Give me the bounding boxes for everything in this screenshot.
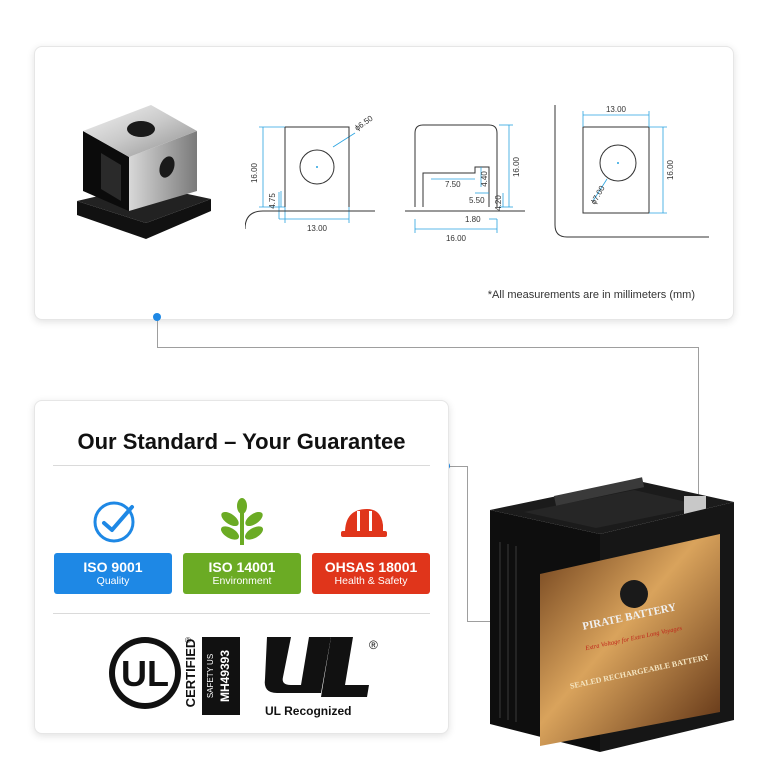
dim-view1-offset: 4.75	[268, 193, 277, 209]
dim-view2-d2: 4.40	[480, 171, 489, 187]
terminal-dimensions-card: ɸ6.50 16.00 4.75 13.00 7.50 4.40 5.50 4.…	[34, 46, 734, 320]
dim-view1-diameter: ɸ6.50	[353, 113, 375, 132]
ul-certified-word: CERTIFIED	[183, 639, 198, 708]
dim-view3-diameter: ɸ7.00	[589, 184, 607, 206]
terminal-top-view-drawing: 13.00 16.00 ɸ7.00	[554, 105, 709, 238]
dim-view1-height: 16.00	[250, 162, 259, 183]
iso-14001-code: ISO 14001	[208, 559, 276, 575]
ohsas-18001-label: Health & Safety	[334, 575, 408, 587]
ul-certified-logo: UL ® CERTIFIED SAFETY US MH49393	[109, 636, 240, 715]
divider	[53, 465, 430, 466]
dim-view2-d4: 4.20	[494, 195, 503, 211]
plant-icon	[220, 498, 264, 545]
hard-hat-icon	[341, 509, 387, 537]
dim-view2-width: 16.00	[446, 234, 467, 243]
connector-line	[467, 466, 468, 622]
ul-safety-text: SAFETY US	[206, 654, 215, 698]
terminal-front-view-drawing: ɸ6.50 16.00 4.75 13.00	[245, 113, 375, 233]
iso-14001-badge: ISO 14001 Environment	[183, 553, 301, 594]
dim-view2-d1: 7.50	[445, 180, 461, 189]
battery-image: PIRATE BATTERY Extra Voltage for Extra L…	[490, 477, 734, 752]
connector-line	[698, 347, 699, 507]
ohsas-18001-badge: OHSAS 18001 Health & Safety	[312, 553, 430, 594]
ul-recognized-label: UL Recognized	[265, 704, 352, 718]
iso-9001-label: Quality	[96, 575, 130, 587]
connector-line	[446, 466, 468, 467]
dim-view2-d5: 1.80	[465, 215, 481, 224]
dim-view3-height: 16.00	[666, 159, 675, 180]
dim-view2-height: 16.00	[512, 156, 521, 177]
svg-text:®: ®	[185, 636, 191, 645]
terminal-3d-render	[77, 105, 211, 239]
ohsas-18001-code: OHSAS 18001	[324, 559, 418, 575]
iso-14001-label: Environment	[212, 575, 272, 587]
connector-line	[157, 318, 158, 348]
connector-dot	[153, 313, 161, 321]
standards-heading: Our Standard – Your Guarantee	[77, 429, 406, 454]
dim-view1-width: 13.00	[307, 224, 328, 233]
check-circle-icon	[93, 501, 135, 543]
standards-card: Our Standard – Your Guarantee ISO 9001 Q…	[34, 400, 449, 734]
ul-recognized-logo: ®	[264, 637, 378, 697]
terminal-side-view-drawing: 7.50 4.40 5.50 4.20 1.80 16.00 16.00	[405, 124, 525, 243]
iso-9001-code: ISO 9001	[83, 559, 143, 575]
ul-file-number: MH49393	[218, 650, 232, 702]
ul-registered-mark: ®	[369, 638, 378, 652]
dim-view2-d3: 5.50	[469, 196, 485, 205]
svg-text:UL: UL	[121, 653, 169, 694]
measurement-note: *All measurements are in millimeters (mm…	[487, 289, 695, 301]
dim-view3-width: 13.00	[606, 105, 627, 114]
divider	[53, 613, 430, 614]
iso-9001-badge: ISO 9001 Quality	[54, 553, 172, 594]
connector-line	[157, 347, 699, 348]
